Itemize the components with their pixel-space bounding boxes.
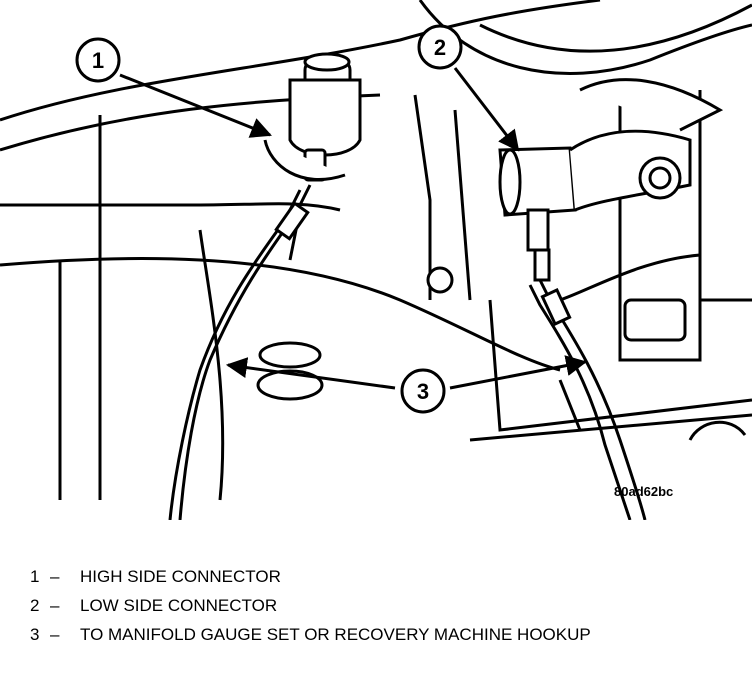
legend-number: 3: [30, 625, 40, 644]
legend-item: 3 – TO MANIFOLD GAUGE SET OR RECOVERY MA…: [30, 623, 730, 646]
callout-1: 1: [75, 37, 121, 83]
line-drawing-figure: 1 2 3 80ad62bc: [0, 0, 752, 520]
arrow-to-left-hose: [225, 357, 396, 390]
legend-text: HIGH SIDE CONNECTOR: [80, 567, 281, 586]
legend-text: TO MANIFOLD GAUGE SET OR RECOVERY MACHIN…: [80, 625, 591, 644]
legend-item: 1 – HIGH SIDE CONNECTOR: [30, 565, 730, 588]
legend-number: 2: [30, 596, 40, 615]
legend-number: 1: [30, 567, 40, 586]
figure-id: 80ad62bc: [614, 484, 674, 499]
legend-dash: –: [50, 596, 60, 615]
engine-bay-illustration: 1 2 3: [0, 0, 752, 520]
callout-3: 3: [400, 368, 446, 414]
legend-item: 2 – LOW SIDE CONNECTOR: [30, 594, 730, 617]
leader-arrows: [119, 67, 588, 390]
arrow-to-high-side: [119, 73, 272, 138]
hoses: [168, 184, 701, 520]
legend: 1 – HIGH SIDE CONNECTOR 2 – LOW SIDE CON…: [30, 565, 730, 652]
arrow-to-low-side: [453, 67, 520, 152]
arrow-to-right-hose: [449, 355, 588, 390]
callout-2-label: 2: [434, 35, 446, 60]
callout-3-label: 3: [417, 379, 429, 404]
hose-fittings: [274, 201, 572, 326]
high-side-connector: [263, 52, 362, 182]
legend-dash: –: [50, 567, 60, 586]
legend-text: LOW SIDE CONNECTOR: [80, 596, 278, 615]
engine-details: [256, 266, 747, 441]
legend-dash: –: [50, 625, 60, 644]
callout-2: 2: [417, 24, 463, 70]
callout-1-label: 1: [92, 48, 104, 73]
